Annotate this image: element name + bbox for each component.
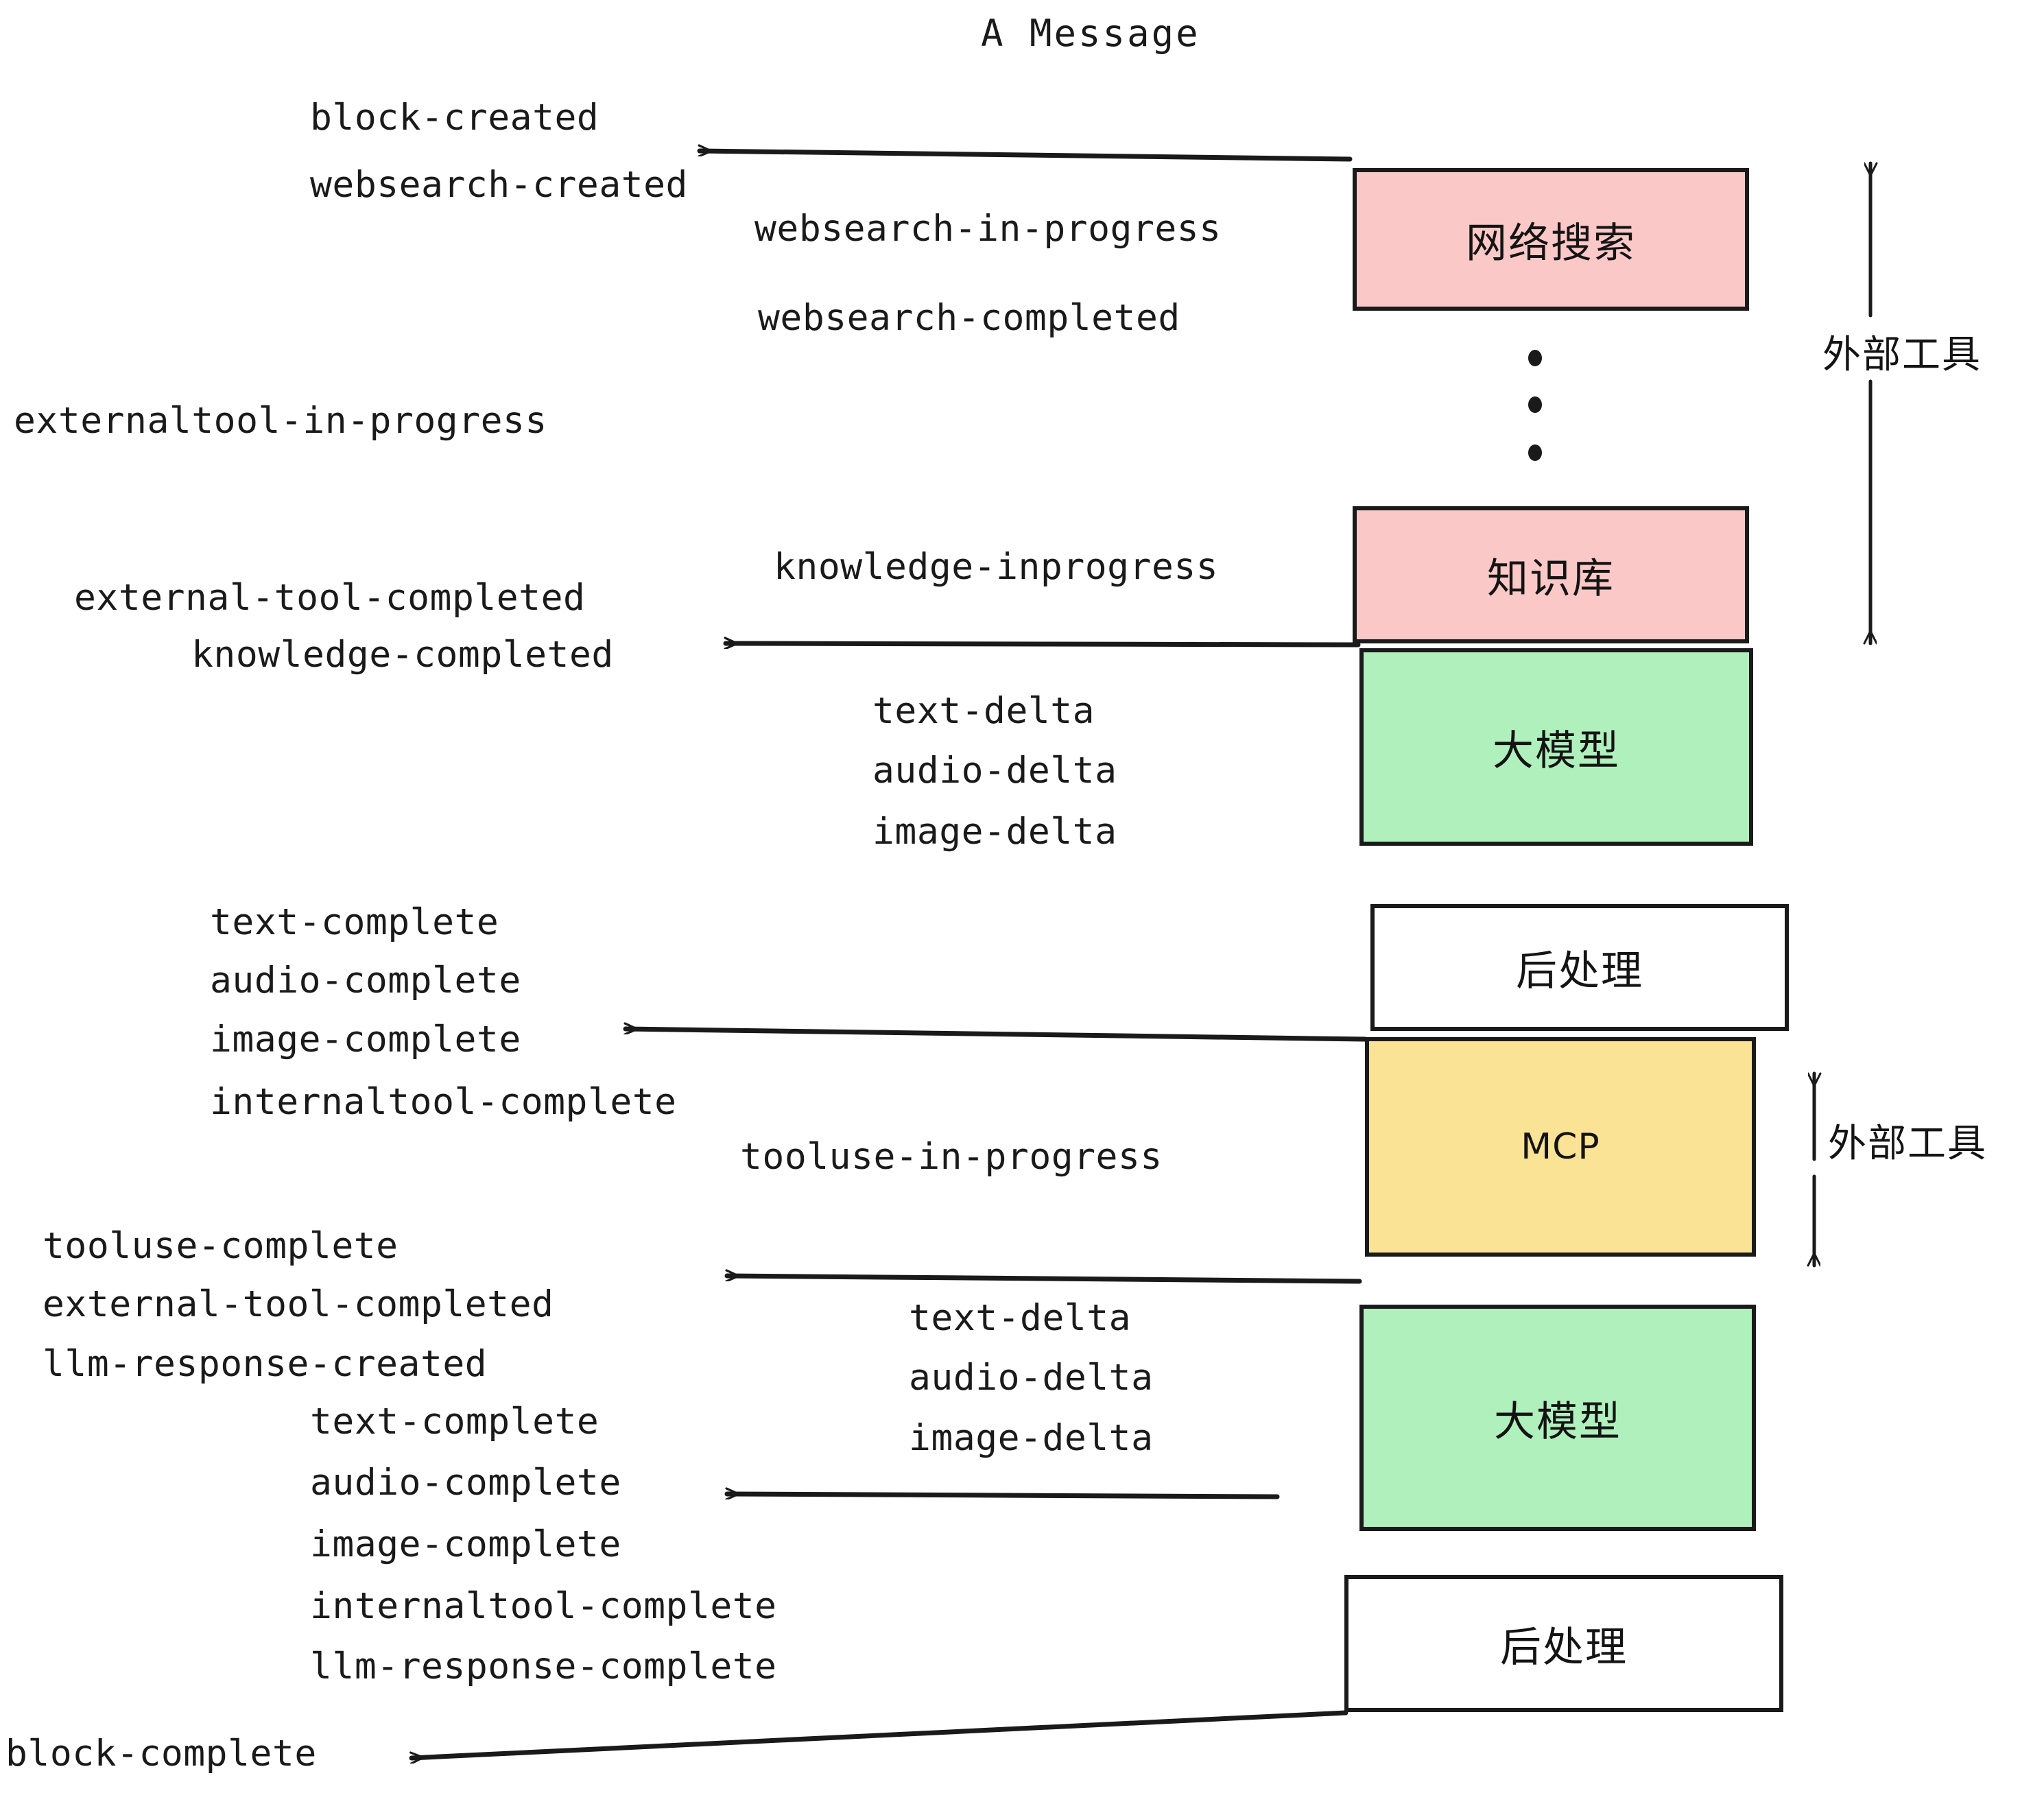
ellipsis-dot-3	[1528, 444, 1542, 461]
event-label-block-created: block-created	[310, 97, 599, 139]
event-label-knowledge-completed: knowledge-completed	[191, 634, 614, 676]
event-label-text-complete-2: text-complete	[310, 1401, 599, 1443]
event-label-text-delta-2: text-delta	[909, 1297, 1132, 1339]
ellipsis-dot-1	[1528, 350, 1542, 366]
diagram-title: A Message	[981, 12, 1200, 55]
node-llm-1[interactable]: 大模型	[1359, 648, 1753, 846]
arrow-websearch-to-block-created	[697, 151, 1353, 162]
event-label-tooluse-complete: tooluse-complete	[43, 1225, 399, 1267]
event-label-external-tool-completed-1: external-tool-completed	[74, 577, 586, 619]
arrow-mcp-to-image-complete	[623, 1029, 1368, 1042]
event-label-audio-delta-1: audio-delta	[872, 750, 1117, 792]
event-label-text-delta-1: text-delta	[872, 690, 1095, 732]
node-websearch[interactable]: 网络搜索	[1353, 168, 1749, 311]
event-label-internaltool-complete-2: internaltool-complete	[310, 1585, 777, 1627]
event-label-block-complete: block-complete	[5, 1733, 317, 1775]
event-label-externaltool-in-progress: externaltool-in-progress	[14, 400, 547, 442]
event-label-audio-complete-2: audio-complete	[310, 1462, 621, 1504]
node-llm-2[interactable]: 大模型	[1359, 1305, 1756, 1531]
side-annotation-external-tools-bottom: 外部工具	[1828, 1121, 1987, 1166]
event-label-image-complete-2: image-complete	[310, 1523, 621, 1565]
event-label-image-complete-1: image-complete	[210, 1019, 521, 1060]
node-postprocess-2[interactable]: 后处理	[1344, 1575, 1783, 1712]
ellipsis-dot-2	[1528, 396, 1542, 413]
event-label-internaltool-complete-1: internaltool-complete	[210, 1081, 677, 1123]
event-label-audio-complete-1: audio-complete	[210, 960, 521, 1001]
arrow-llm2-to-tooluse-complete	[724, 1276, 1362, 1284]
event-label-image-delta-1: image-delta	[872, 811, 1117, 853]
node-postprocess-1[interactable]: 后处理	[1370, 904, 1789, 1031]
arrow-postprocess2-to-block-complete	[409, 1710, 1348, 1758]
side-annotation-external-tools-top: 外部工具	[1822, 333, 1982, 377]
event-label-knowledge-inprogress: knowledge-inprogress	[774, 546, 1219, 588]
arrow-llm1-to-knowledge-completed	[723, 643, 1361, 645]
event-label-text-complete-1: text-complete	[210, 901, 499, 943]
event-label-websearch-in-progress: websearch-in-progress	[754, 208, 1222, 250]
event-label-image-delta-2: image-delta	[909, 1417, 1154, 1459]
node-mcp[interactable]: MCP	[1365, 1037, 1756, 1257]
arrow-llm2-to-audio-complete	[724, 1494, 1280, 1497]
event-label-external-tool-completed-2: external-tool-completed	[43, 1283, 554, 1325]
event-label-websearch-created: websearch-created	[310, 164, 688, 206]
event-label-tooluse-in-progress: tooluse-in-progress	[740, 1136, 1163, 1178]
node-knowledge-base[interactable]: 知识库	[1353, 506, 1749, 643]
event-label-llm-response-created: llm-response-created	[43, 1343, 488, 1385]
event-label-llm-response-complete: llm-response-complete	[310, 1646, 777, 1687]
event-label-websearch-completed: websearch-completed	[758, 297, 1180, 339]
event-label-audio-delta-2: audio-delta	[909, 1357, 1154, 1399]
